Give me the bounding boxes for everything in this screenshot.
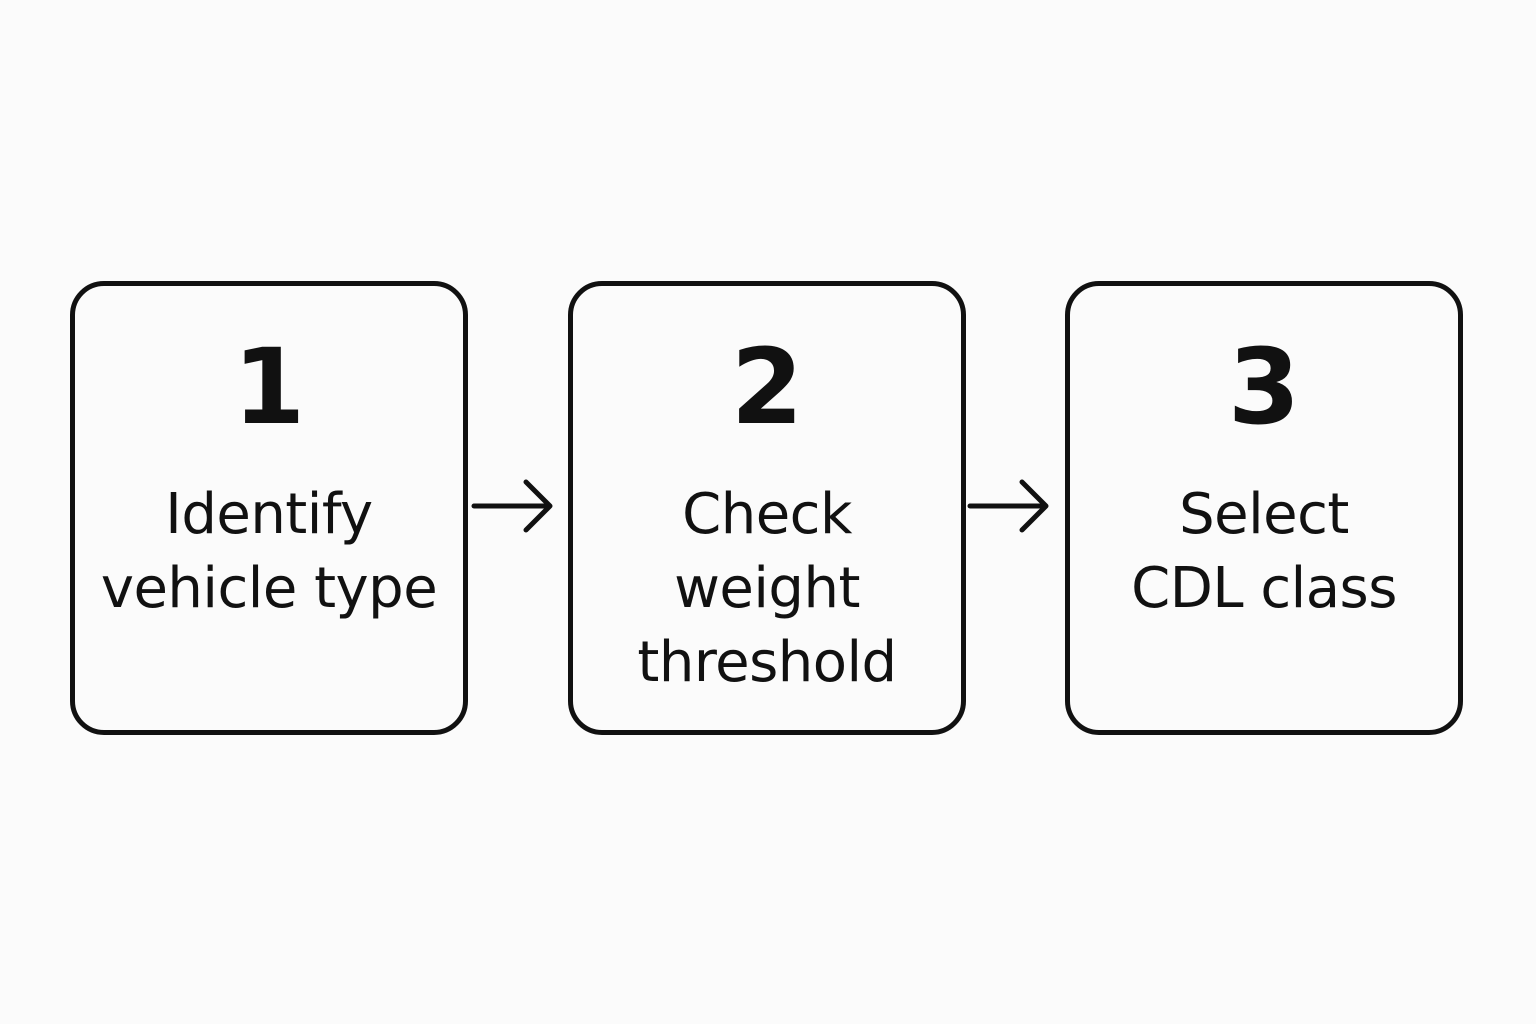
step-label-3: Select CDL class	[1131, 482, 1397, 621]
step-number-1: 1	[232, 326, 306, 448]
step-box-1: 1 Identify vehicle type	[70, 281, 468, 735]
step-label-1: Identify vehicle type	[100, 482, 438, 621]
step-label-2: Check weight threshold	[637, 482, 897, 695]
step-box-2: 2 Check weight threshold	[568, 281, 966, 735]
step-box-3: 3 Select CDL class	[1065, 281, 1463, 735]
step-number-2: 2	[730, 326, 804, 448]
arrow-right-icon	[967, 479, 1049, 533]
arrow-right-icon	[471, 479, 553, 533]
step-number-3: 3	[1227, 326, 1301, 448]
